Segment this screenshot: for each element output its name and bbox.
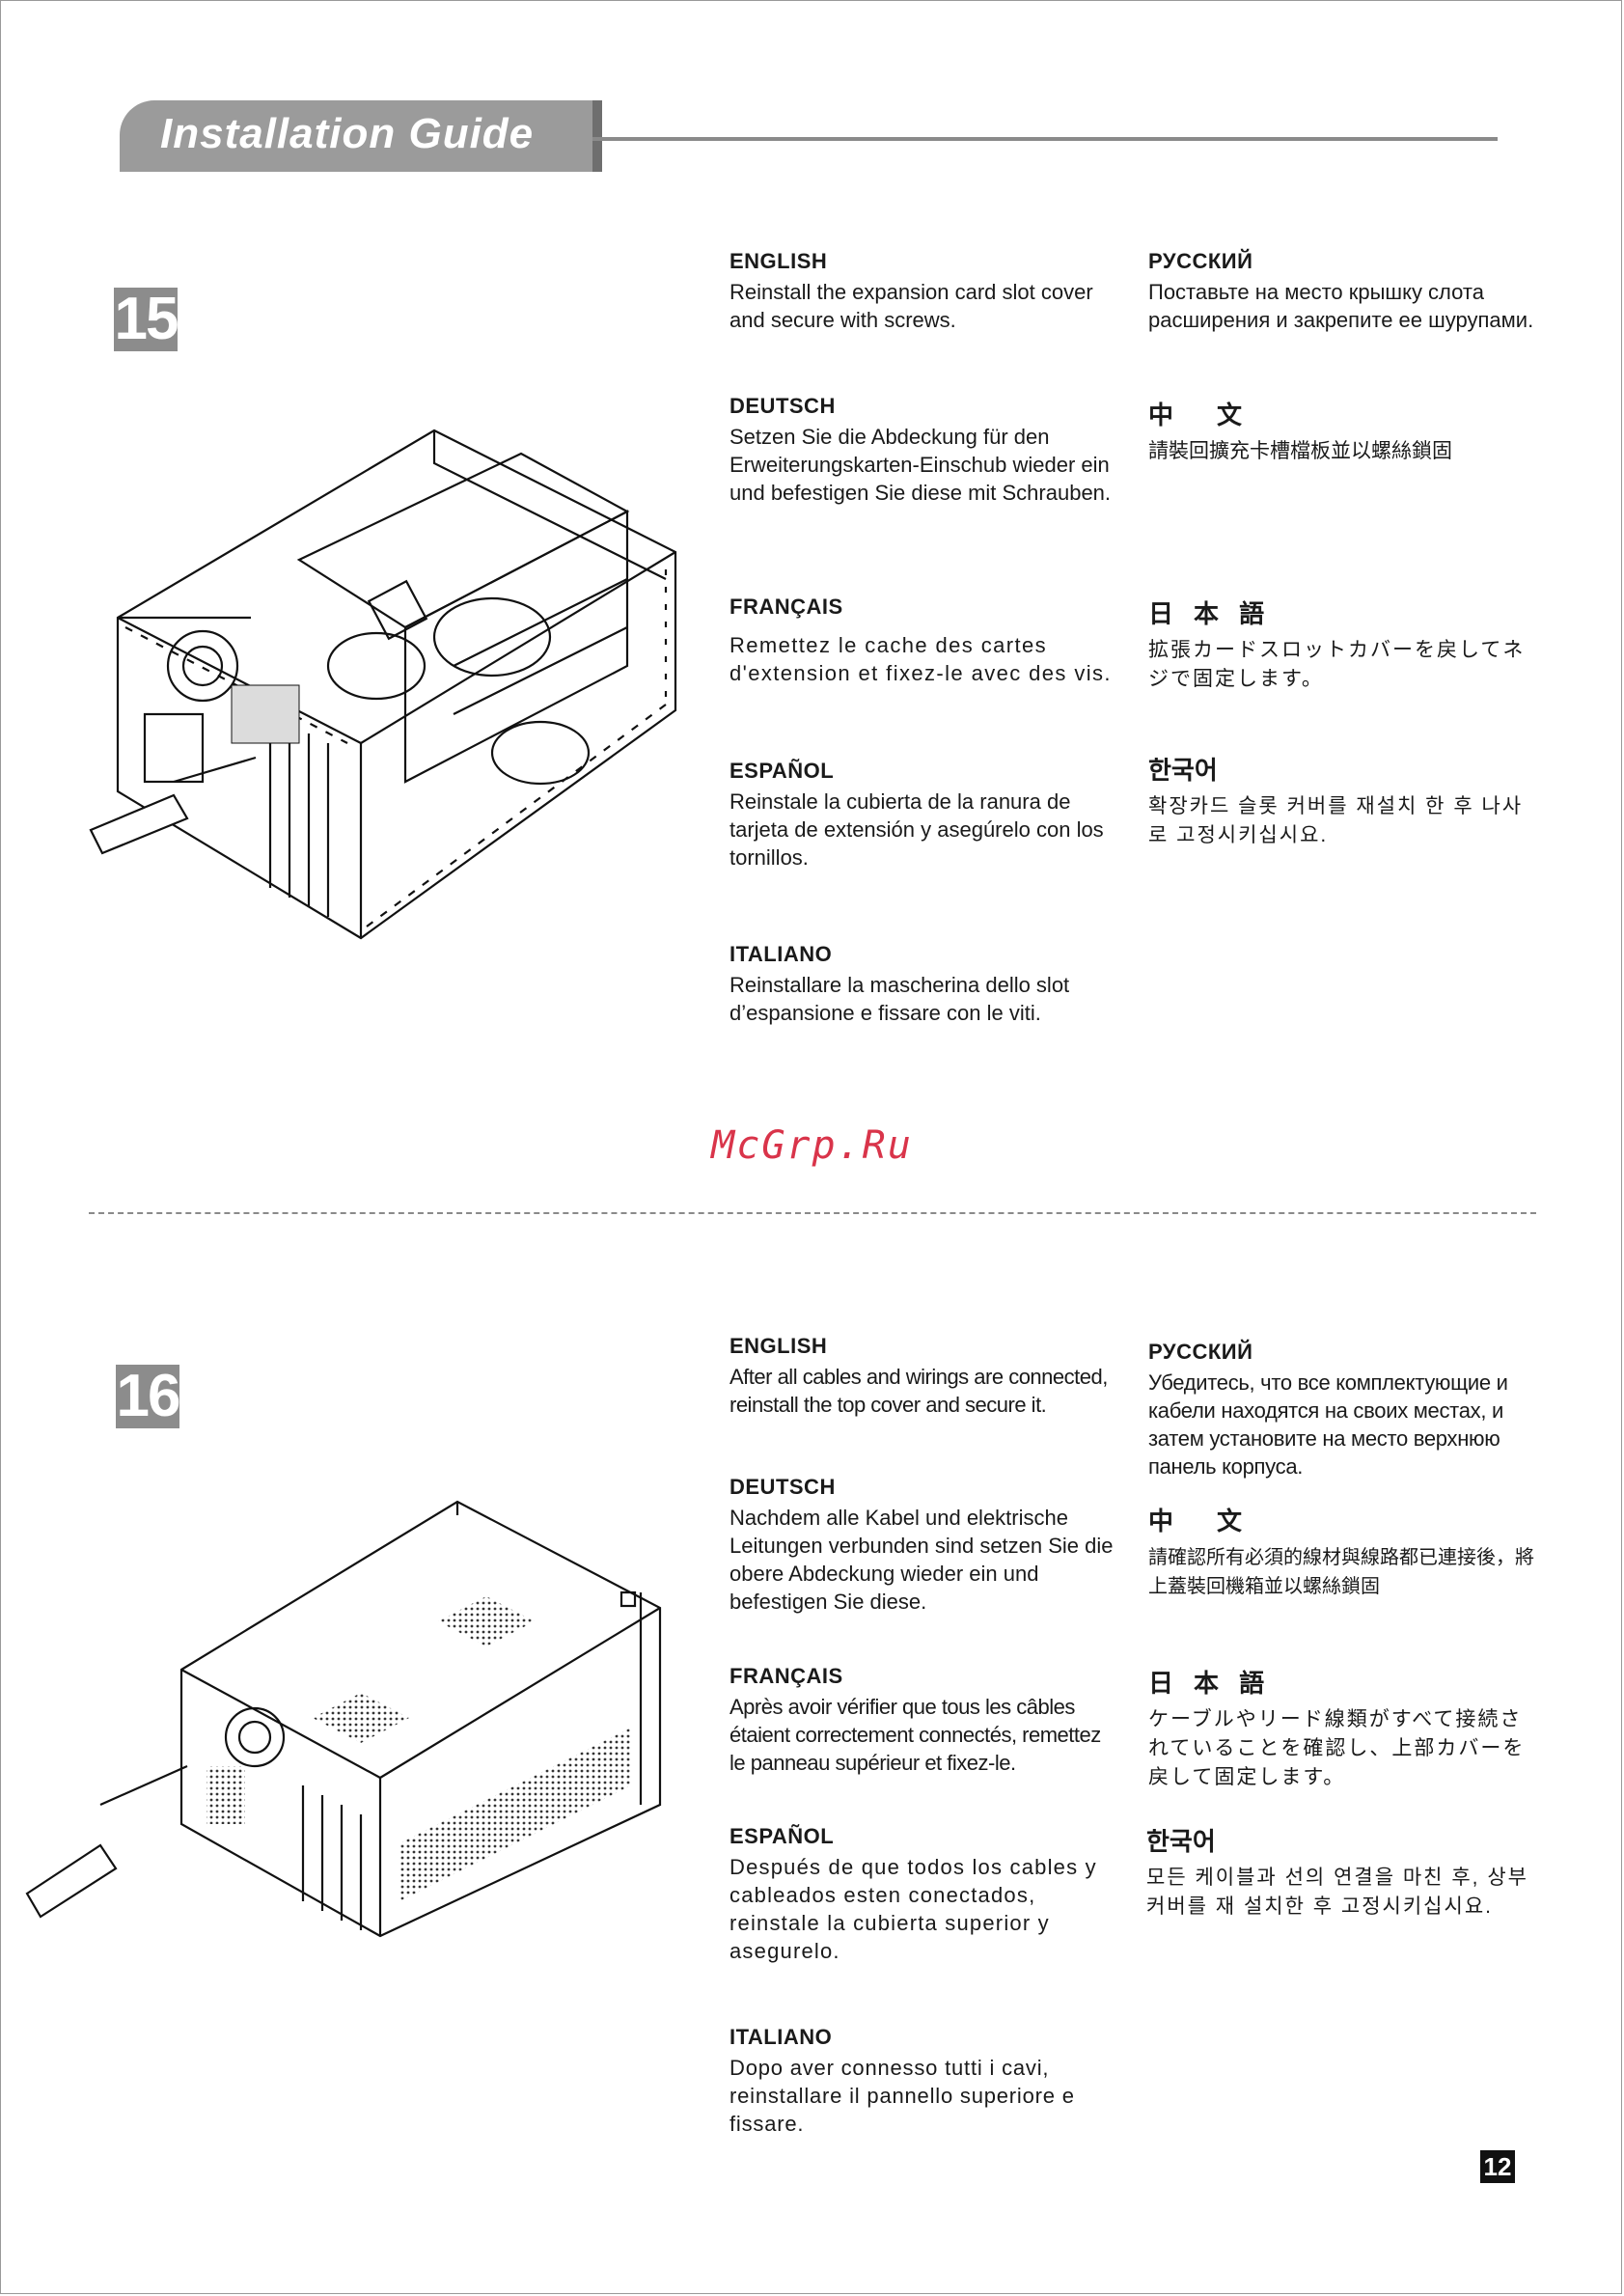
step16-english-heading: ENGLISH xyxy=(729,1334,828,1358)
step16-chinese-text: 請確認所有必須的線材與線路都已連接後，將上蓋裝回機箱並以螺絲鎖固 xyxy=(1148,1547,1534,1597)
step15-korean: 한국어 확장카드 슬롯 커버를 재설치 한 후 나사로 고정시키십시요. xyxy=(1148,751,1534,850)
step16-italiano-text: Dopo aver connesso tutti i cavi, reinsta… xyxy=(729,2056,1075,2136)
step15-chinese-heading: 中 文 xyxy=(1148,401,1260,430)
step15-espanol-text: Reinstale la cubierta de la ranura de ta… xyxy=(729,789,1104,870)
step15-chinese: 中 文 請裝回擴充卡槽檔板並以螺絲鎖固 xyxy=(1148,396,1534,466)
step16-italiano: ITALIANO Dopo aver connesso tutti i cavi… xyxy=(729,2025,1115,2138)
step15-russian-text: Поставьте на место крышку слота расширен… xyxy=(1148,280,1534,332)
step16-japanese: 日 本 語 ケーブルやリード線類がすべて接続されていることを確認し、上部カバーを… xyxy=(1148,1664,1534,1792)
header-rule xyxy=(592,137,1498,141)
step15-korean-heading: 한국어 xyxy=(1148,757,1218,786)
step15-italiano-heading: ITALIANO xyxy=(729,942,833,966)
step16-francais-text: Après avoir vérifier que tous les câbles… xyxy=(729,1695,1101,1775)
step15-francais: FRANÇAIS Remettez le cache des cartes d'… xyxy=(729,595,1115,687)
step16-korean-text: 모든 케이블과 선의 연결을 마친 후, 상부 커버를 재 설치한 후 고정시키… xyxy=(1146,1867,1528,1918)
step15-deutsch: DEUTSCH Setzen Sie die Abdeckung für den… xyxy=(729,394,1115,507)
step16-francais-heading: FRANÇAIS xyxy=(729,1664,843,1688)
step15-espanol-heading: ESPAÑOL xyxy=(729,759,835,783)
step15-russian: РУССКИЙ Поставьте на место крышку слота … xyxy=(1148,249,1534,334)
step16-deutsch-heading: DEUTSCH xyxy=(729,1475,836,1499)
step16-francais: FRANÇAIS Après avoir vérifier que tous l… xyxy=(729,1664,1115,1777)
step16-japanese-heading: 日 本 語 xyxy=(1148,1670,1271,1699)
step15-english-heading: ENGLISH xyxy=(729,249,828,273)
step16-espanol: ESPAÑOL Después de que todos los cables … xyxy=(729,1824,1115,1965)
step15-korean-text: 확장카드 슬롯 커버를 재설치 한 후 나사로 고정시키십시요. xyxy=(1148,795,1524,846)
step16-korean: 한국어 모든 케이블과 선의 연결을 마친 후, 상부 커버를 재 설치한 후 … xyxy=(1146,1822,1532,1922)
header-tab xyxy=(120,100,602,172)
section-divider xyxy=(89,1212,1536,1214)
step16-russian-text: Убедитесь, что все комплектующие и кабел… xyxy=(1148,1370,1508,1479)
step15-italiano-text: Reinstallare la mascherina dello slot d’… xyxy=(729,973,1070,1025)
step15-chinese-text: 請裝回擴充卡槽檔板並以螺絲鎖固 xyxy=(1148,440,1452,462)
step-number-16: 16 xyxy=(116,1363,180,1429)
step15-deutsch-text: Setzen Sie die Abdeckung für den Erweite… xyxy=(729,425,1112,505)
step15-francais-heading: FRANÇAIS xyxy=(729,595,843,619)
step16-english: ENGLISH After all cables and wirings are… xyxy=(729,1334,1115,1419)
step15-russian-heading: РУССКИЙ xyxy=(1148,249,1253,273)
step15-japanese-text: 拡張カードスロットカバーを戻してネジで固定します。 xyxy=(1148,639,1526,690)
step15-italiano: ITALIANO Reinstallare la mascherina dell… xyxy=(729,942,1115,1027)
step-number-15: 15 xyxy=(114,286,179,352)
step16-italiano-heading: ITALIANO xyxy=(729,2025,833,2049)
step16-english-text: After all cables and wirings are connect… xyxy=(729,1365,1108,1417)
step16-espanol-text: Después de que todos los cables y cablea… xyxy=(729,1855,1097,1963)
step15-english: ENGLISH Reinstall the expansion card slo… xyxy=(729,249,1115,334)
page-title: Installation Guide xyxy=(160,110,535,157)
step15-japanese-heading: 日 本 語 xyxy=(1148,600,1271,629)
step16-chinese-heading: 中 文 xyxy=(1148,1508,1260,1536)
illustration-expansion-slot-cover xyxy=(89,429,677,940)
step16-japanese-text: ケーブルやリード線類がすべて接続されていることを確認し、上部カバーを戻して固定し… xyxy=(1148,1708,1526,1788)
step15-deutsch-heading: DEUTSCH xyxy=(729,394,836,418)
step16-deutsch-text: Nachdem alle Kabel und elektrische Leitu… xyxy=(729,1506,1114,1614)
page-number: 12 xyxy=(1480,2150,1515,2183)
illustration-top-cover xyxy=(25,1500,662,1938)
step16-espanol-heading: ESPAÑOL xyxy=(729,1824,835,1848)
step16-deutsch: DEUTSCH Nachdem alle Kabel und elektrisc… xyxy=(729,1475,1115,1616)
step15-english-text: Reinstall the expansion card slot cover … xyxy=(729,280,1093,332)
step15-francais-text: Remettez le cache des cartes d'extension… xyxy=(729,633,1112,685)
step15-espanol: ESPAÑOL Reinstale la cubierta de la ranu… xyxy=(729,759,1115,871)
watermark: McGrp.Ru xyxy=(711,1123,913,1168)
step16-russian-heading: РУССКИЙ xyxy=(1148,1340,1253,1364)
step15-japanese: 日 本 語 拡張カードスロットカバーを戻してネジで固定します。 xyxy=(1148,595,1534,694)
step16-korean-heading: 한국어 xyxy=(1146,1828,1216,1857)
step16-russian: РУССКИЙ Убедитесь, что все комплектующие… xyxy=(1148,1340,1534,1480)
step16-chinese: 中 文 請確認所有必須的線材與線路都已連接後，將上蓋裝回機箱並以螺絲鎖固 xyxy=(1148,1502,1534,1601)
